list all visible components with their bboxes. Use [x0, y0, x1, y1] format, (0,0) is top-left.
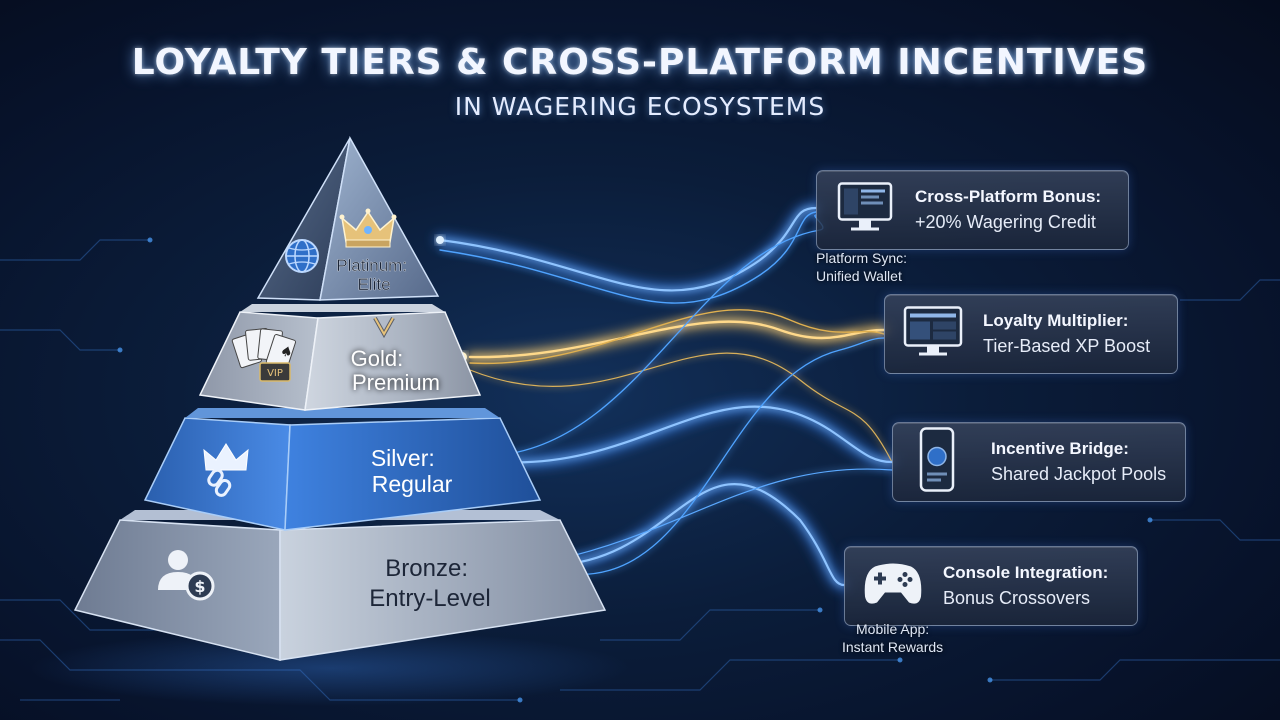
crown-chain-icon: [203, 443, 249, 497]
incentive-card-incentive-bridge: Incentive Bridge: Shared Jackpot Pools: [892, 422, 1186, 502]
globe-icon: [285, 239, 319, 273]
smartphone-icon: [917, 427, 957, 498]
incentive-subtitle: Tier-Based XP Boost: [983, 336, 1151, 356]
note-line: Instant Rewards: [842, 639, 944, 655]
incentive-subtitle: Bonus Crossovers: [943, 588, 1091, 608]
gamepad-icon: [861, 559, 925, 614]
svg-text:♠: ♠: [278, 343, 295, 362]
svg-text:$: $: [194, 577, 205, 596]
desktop-monitor-icon: [833, 180, 897, 241]
tier-platinum-label: Platinum: Elite: [336, 256, 412, 294]
incentive-title: Incentive Bridge:: [991, 439, 1129, 458]
incentive-title: Console Integration:: [943, 563, 1109, 582]
incentive-card-cross-platform: Cross-Platform Bonus: +20% Wagering Cred…: [816, 170, 1129, 250]
tier-silver: [143, 408, 542, 531]
pyramid: ♠ VIP $ Platinum: Elite Gold: Premium: [73, 135, 607, 661]
connection-flows: [435, 203, 897, 590]
incentive-subtitle: +20% Wagering Credit: [915, 212, 1096, 232]
page-title: LOYALTY TIERS & CROSS-PLATFORM INCENTIVE…: [131, 42, 1149, 83]
note-mobile-app: Mobile App: Instant Rewards: [842, 620, 943, 656]
incentive-title: Cross-Platform Bonus:: [915, 187, 1102, 206]
medal-icon: [373, 317, 395, 339]
page-subtitle: IN WAGERING ECOSYSTEMS: [454, 92, 826, 121]
flow-silver-to-bridge: [498, 405, 894, 464]
pyramid-floor-glow: [30, 630, 630, 706]
monitor-dashboard-icon: [901, 304, 965, 365]
tier-bronze-label: Bronze: Entry-Level: [369, 555, 490, 612]
tier-silver-label: Silver: Regular: [371, 445, 453, 497]
incentive-subtitle: Shared Jackpot Pools: [991, 464, 1167, 484]
note-line: Mobile App:: [856, 621, 930, 637]
flow-bronze-to-console: [553, 483, 846, 587]
tier-platinum: [256, 135, 440, 301]
note-line: Platform Sync:: [816, 250, 908, 266]
note-line: Unified Wallet: [816, 268, 902, 284]
incentive-card-loyalty-multiplier: Loyalty Multiplier: Tier-Based XP Boost: [884, 294, 1178, 374]
incentive-title: Loyalty Multiplier:: [983, 311, 1129, 330]
user-coin-icon: $: [158, 550, 215, 601]
crown-icon: [339, 208, 397, 248]
flow-gold-to-loyalty: [468, 320, 886, 359]
tier-gold-label: Gold: Premium: [351, 346, 440, 395]
flow-platinum-to-cross-platform: [438, 206, 818, 292]
note-platform-sync: Platform Sync: Unified Wallet: [816, 249, 907, 285]
svg-text:VIP: VIP: [267, 368, 283, 379]
incentive-card-console-integration: Console Integration: Bonus Crossovers: [844, 546, 1138, 626]
playing-cards-vip-icon: ♠ VIP: [231, 328, 297, 382]
